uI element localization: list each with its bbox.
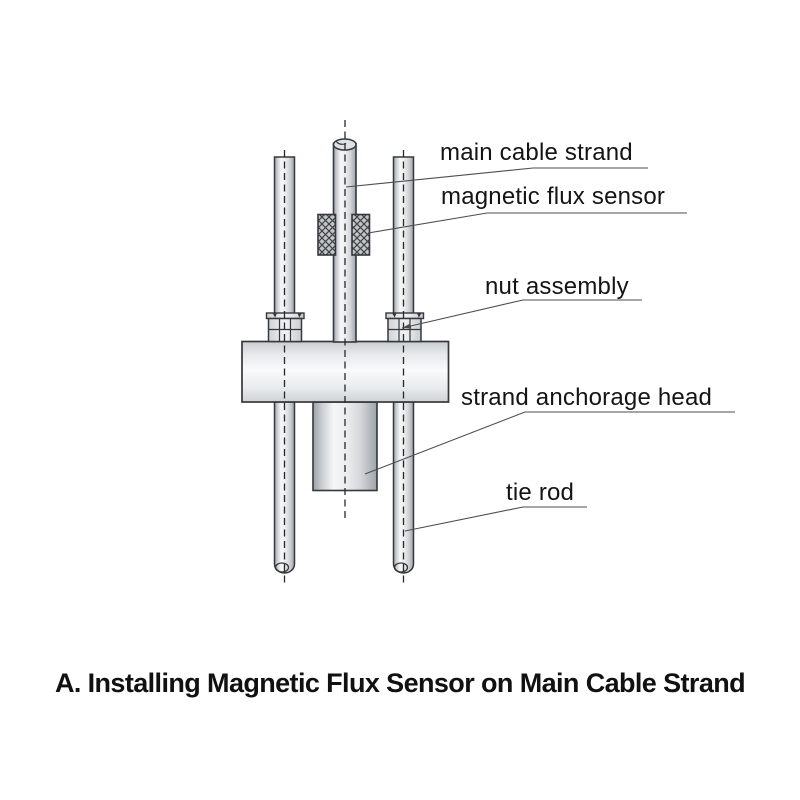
leader-magnetic-flux-sensor [367,212,687,234]
rod-end-rim-left [274,562,290,573]
label-nut-assembly: nut assembly [485,273,629,300]
nut-assembly-right [385,312,425,343]
leader-tie-rod [404,506,587,532]
label-strand-anchorage-head: strand anchorage head [461,384,713,411]
leader-main-cable-strand [345,167,648,188]
label-magnetic-flux-sensor: magnetic flux sensor [441,183,666,210]
leader-strand-anchorage-head [364,411,735,475]
figure-caption: A. Installing Magnetic Flux Sensor on Ma… [54,668,746,698]
magnetic-flux-sensor-block-right [351,213,371,256]
magnetic-flux-sensor-block-left [317,213,337,256]
label-main-cable-strand: main cable strand [440,139,633,166]
rod-end-rim-right [393,562,409,573]
leader-nut-assembly [401,299,642,329]
leader-lines [345,167,735,532]
nut-assembly-left [265,312,305,343]
leader-arrowhead-nut-assembly [402,323,412,329]
label-tie-rod: tie rod [506,479,575,506]
